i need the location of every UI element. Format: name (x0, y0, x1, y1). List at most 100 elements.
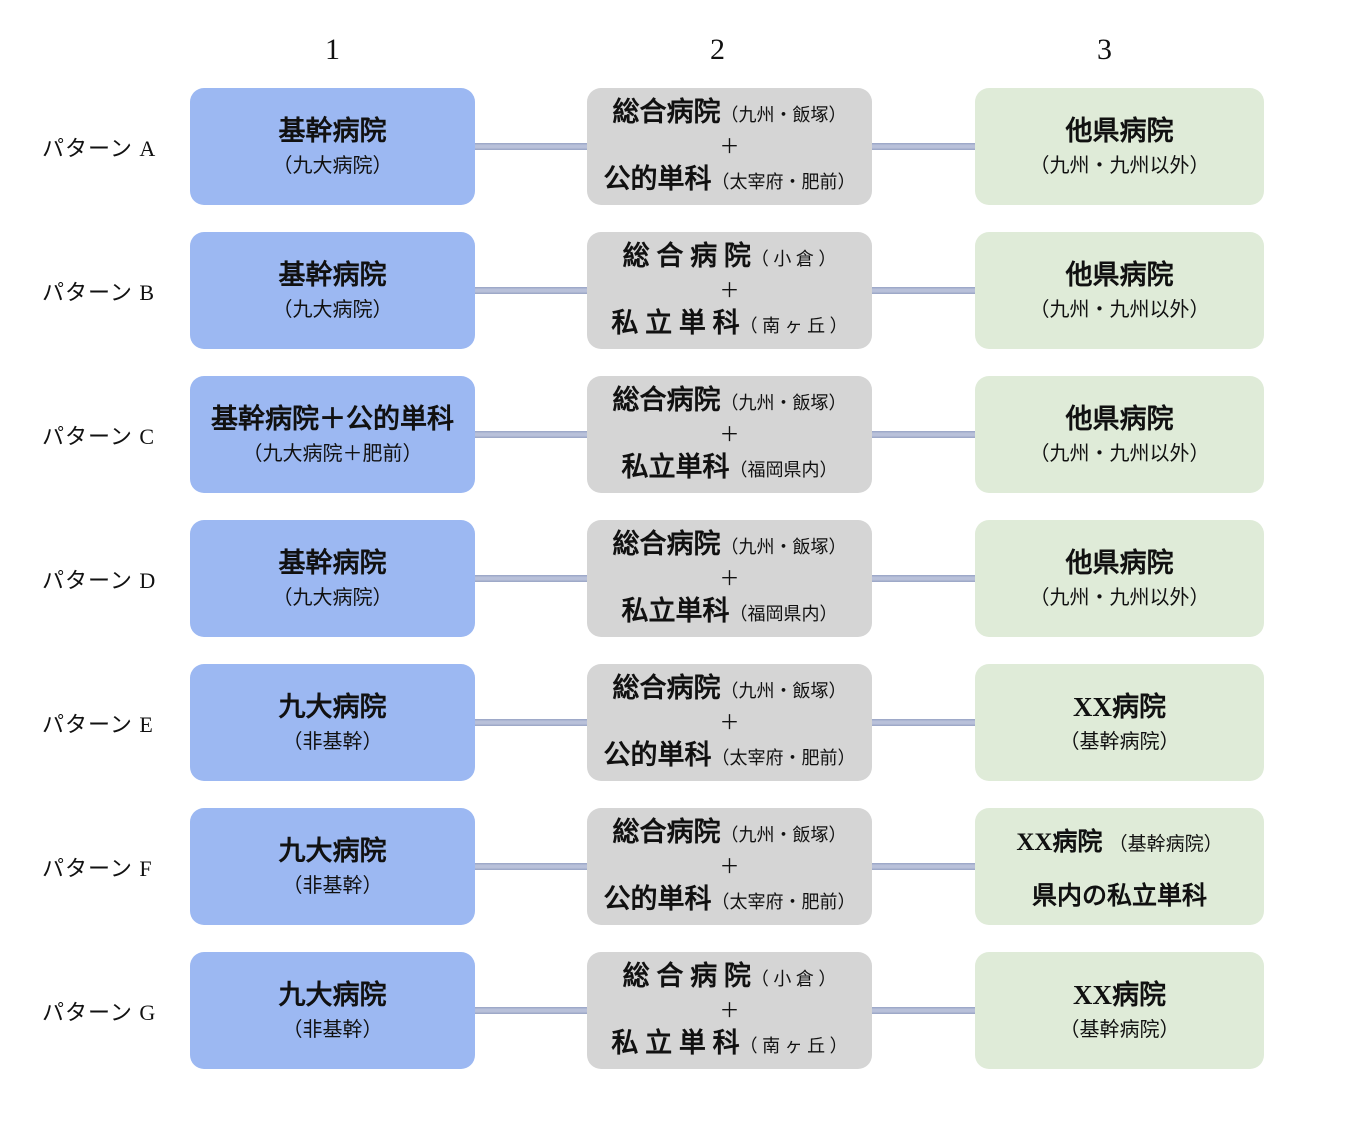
phase3-box: 他県病院 （九州・九州以外） (975, 520, 1264, 637)
pattern-row-a: パターン A 基幹病院 （九大病院） 総合病院（九州・飯塚） ＋ 公的単科（太宰… (0, 88, 1350, 205)
box-subtitle: （九州・九州以外） (1029, 155, 1210, 178)
pattern-row-e: パターン E 九大病院 （非基幹） 総合病院（九州・飯塚） ＋ 公的単科（太宰府… (0, 664, 1350, 781)
connector-line (475, 431, 587, 438)
box-subtitle: （九大病院） (272, 155, 393, 178)
phase3-box: XX病院 （基幹病院） 県内の私立単科 (975, 808, 1264, 925)
box-title: 他県病院 (1065, 115, 1174, 146)
connector-line (872, 719, 975, 726)
box-line-top: 総合病院（九州・飯塚） (612, 673, 847, 703)
box-line-bottom: 公的単科（太宰府・肥前） (603, 740, 856, 771)
phase3-box: 他県病院 （九州・九州以外） (975, 376, 1264, 493)
box-subtitle: （九大病院） (272, 299, 393, 322)
box-title: 基幹病院 (278, 115, 387, 146)
pattern-label: パターン D (42, 567, 157, 593)
plus-sign: ＋ (719, 999, 740, 1022)
box-line-top: XX病院 （基幹病院） (1016, 828, 1223, 856)
pattern-row-b: パターン B 基幹病院 （九大病院） 総 合 病 院（ 小 倉 ） ＋ 私 立 … (0, 232, 1350, 349)
box-line-bottom: 私 立 単 科（ 南 ヶ 丘 ） (611, 1028, 848, 1059)
phase2-box: 総 合 病 院（ 小 倉 ） ＋ 私 立 単 科（ 南 ヶ 丘 ） (587, 952, 872, 1069)
pattern-row-c: パターン C 基幹病院＋公的単科 （九大病院＋肥前） 総合病院（九州・飯塚） ＋… (0, 376, 1350, 493)
pattern-row-f: パターン F 九大病院 （非基幹） 総合病院（九州・飯塚） ＋ 公的単科（太宰府… (0, 808, 1350, 925)
box-line-top: 総合病院（九州・飯塚） (612, 385, 847, 415)
connector-line (872, 1007, 975, 1014)
box-line-top: 総合病院（九州・飯塚） (612, 97, 847, 127)
box-subtitle: （非基幹） (282, 1019, 383, 1042)
connector-line (475, 575, 587, 582)
phase1-box: 九大病院 （非基幹） (190, 952, 475, 1069)
box-subtitle: （九州・九州以外） (1029, 587, 1210, 610)
phase3-box: 他県病院 （九州・九州以外） (975, 232, 1264, 349)
phase2-box: 総合病院（九州・飯塚） ＋ 公的単科（太宰府・肥前） (587, 664, 872, 781)
column-header-1: 1 (325, 33, 340, 66)
phase1-box: 九大病院 （非基幹） (190, 664, 475, 781)
box-line-top: 総合病院（九州・飯塚） (612, 529, 847, 559)
phase3-box: XX病院 （基幹病院） (975, 664, 1264, 781)
column-header-2: 2 (710, 33, 725, 66)
box-title: 他県病院 (1065, 403, 1174, 434)
box-line-bottom: 私立単科（福岡県内） (621, 452, 838, 483)
pattern-row-g: パターン G 九大病院 （非基幹） 総 合 病 院（ 小 倉 ） ＋ 私 立 単… (0, 952, 1350, 1069)
box-title: 九大病院 (278, 835, 387, 866)
pattern-label: パターン C (42, 423, 156, 449)
phase2-box: 総合病院（九州・飯塚） ＋ 公的単科（太宰府・肥前） (587, 88, 872, 205)
box-line-bottom: 県内の私立単科 (1031, 882, 1207, 910)
box-subtitle: （基幹病院） (1059, 731, 1180, 754)
box-title: 九大病院 (278, 691, 387, 722)
box-title: XX病院 (1073, 979, 1166, 1010)
connector-line (872, 287, 975, 294)
connector-line (475, 1007, 587, 1014)
box-title: 他県病院 (1065, 259, 1174, 290)
connector-line (872, 431, 975, 438)
box-line-bottom: 私立単科（福岡県内） (621, 596, 838, 627)
pattern-label: パターン G (42, 999, 157, 1025)
box-title: 基幹病院＋公的単科 (211, 403, 454, 434)
column-header-3: 3 (1097, 33, 1112, 66)
phase1-box: 九大病院 （非基幹） (190, 808, 475, 925)
phase3-box: XX病院 （基幹病院） (975, 952, 1264, 1069)
connector-line (475, 287, 587, 294)
box-line-top: 総 合 病 院（ 小 倉 ） (622, 961, 837, 991)
phase1-box: 基幹病院＋公的単科 （九大病院＋肥前） (190, 376, 475, 493)
phase1-box: 基幹病院 （九大病院） (190, 88, 475, 205)
phase3-box: 他県病院 （九州・九州以外） (975, 88, 1264, 205)
plus-sign: ＋ (719, 855, 740, 878)
box-title: XX病院 (1073, 691, 1166, 722)
box-title: 基幹病院 (278, 259, 387, 290)
box-subtitle: （九州・九州以外） (1029, 443, 1210, 466)
box-subtitle: （九州・九州以外） (1029, 299, 1210, 322)
box-subtitle: （非基幹） (282, 731, 383, 754)
phase2-box: 総 合 病 院（ 小 倉 ） ＋ 私 立 単 科（ 南 ヶ 丘 ） (587, 232, 872, 349)
box-line-top: 総 合 病 院（ 小 倉 ） (622, 241, 837, 271)
plus-sign: ＋ (719, 423, 740, 446)
pattern-label: パターン F (42, 855, 153, 881)
connector-line (475, 719, 587, 726)
phase2-box: 総合病院（九州・飯塚） ＋ 私立単科（福岡県内） (587, 376, 872, 493)
pattern-row-d: パターン D 基幹病院 （九大病院） 総合病院（九州・飯塚） ＋ 私立単科（福岡… (0, 520, 1350, 637)
box-subtitle: （九大病院＋肥前） (242, 443, 423, 466)
box-line-bottom: 公的単科（太宰府・肥前） (603, 884, 856, 915)
box-title: 九大病院 (278, 979, 387, 1010)
box-line-top: 総合病院（九州・飯塚） (612, 817, 847, 847)
box-title: 他県病院 (1065, 547, 1174, 578)
pattern-label: パターン B (42, 279, 156, 305)
plus-sign: ＋ (719, 135, 740, 158)
connector-line (872, 575, 975, 582)
connector-line (475, 143, 587, 150)
box-line-bottom: 公的単科（太宰府・肥前） (603, 164, 856, 195)
box-subtitle: （基幹病院） (1059, 1019, 1180, 1042)
phase2-box: 総合病院（九州・飯塚） ＋ 公的単科（太宰府・肥前） (587, 808, 872, 925)
connector-line (872, 143, 975, 150)
box-subtitle: （非基幹） (282, 875, 383, 898)
phase1-box: 基幹病院 （九大病院） (190, 232, 475, 349)
box-line-bottom: 私 立 単 科（ 南 ヶ 丘 ） (611, 308, 848, 339)
pattern-label: パターン E (42, 711, 154, 737)
plus-sign: ＋ (719, 279, 740, 302)
pattern-rows: パターン A 基幹病院 （九大病院） 総合病院（九州・飯塚） ＋ 公的単科（太宰… (0, 88, 1350, 1096)
connector-line (872, 863, 975, 870)
plus-sign: ＋ (719, 711, 740, 734)
connector-line (475, 863, 587, 870)
box-subtitle: （九大病院） (272, 587, 393, 610)
pattern-label: パターン A (42, 135, 157, 161)
plus-sign: ＋ (719, 567, 740, 590)
